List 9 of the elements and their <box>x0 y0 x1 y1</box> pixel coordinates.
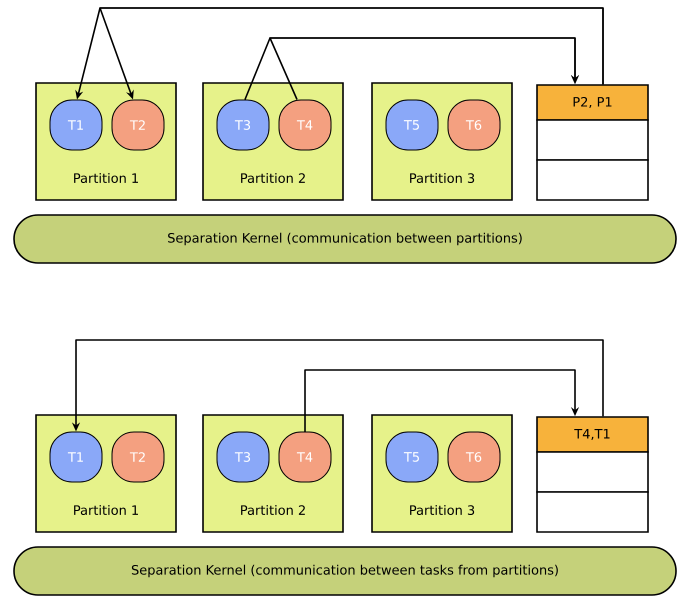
queue-cell <box>536 119 649 161</box>
queue-cell <box>536 159 649 201</box>
queue-header: P2, P1 <box>536 84 649 121</box>
kernel-bar: Separation Kernel (communication between partitions) <box>13 214 677 264</box>
queue-cell <box>536 451 649 493</box>
arrow <box>304 369 580 432</box>
queue-cell <box>536 491 649 533</box>
queue-header: T4,T1 <box>536 416 649 453</box>
kernel-bar: Separation Kernel (communication between tasks from partitions) <box>13 546 677 596</box>
